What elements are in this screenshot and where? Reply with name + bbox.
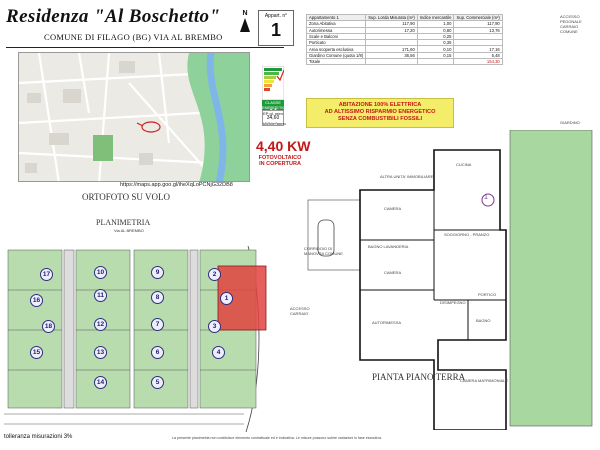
unit-marker: 12 [94,318,107,331]
unit-marker: 18 [42,320,55,333]
unit-marker: 4 [212,346,225,359]
table-cell: 117,90 [453,20,503,28]
unit-marker: 3 [208,320,221,333]
table-header: Appartamento 1 [305,13,367,22]
page-subtitle: COMUNE DI FILAGO (BG) VIA AL BREMBO [44,32,223,42]
unit-marker-circle [481,193,495,207]
banner-line1: ABITAZIONE 100% ELETTRICA [338,102,422,108]
apartment-number: 1 [270,20,281,40]
table-header: Indice mercantile [416,13,455,22]
table-cell: Totale [305,58,367,66]
floorplan-label: CORRIDOIO DI MANOVRA COMUNE [304,246,343,256]
energy-class-value: A4 [269,109,277,115]
floorplan-unit-marker: 1 [484,194,488,201]
site-plan [4,236,280,432]
table-cell: Zona Abitativa [305,20,367,28]
table-row: Totale 154,30 [305,58,503,66]
room-label: BAGNO [476,318,491,323]
ep-value: 34,60 [266,115,280,121]
map-url[interactable]: https://maps.app.goo.gl/iheXqLoPCNjG32DB… [120,182,233,188]
unit-marker: 9 [151,266,164,279]
ep-label: EP gl, nren [263,111,283,116]
room-label: SOGGIORNO - PRANZO [444,232,490,237]
energy-class-label: CLASSE ENERGETICA [262,100,289,110]
map-caption: ORTOFOTO SU VOLO [82,192,170,202]
unit-marker: 16 [30,294,43,307]
room-label: CUCINA [456,162,472,167]
table-cell [416,58,455,66]
unit-marker: 8 [151,291,164,304]
floorplan-label: PORTICO [478,292,497,297]
floorplan-label: ALTRA UNITA' IMMOBILIARE [380,174,434,179]
floorplan-label: GIARDINO [560,120,580,125]
title-divider [6,47,284,48]
table-header-row: Appartamento 1 Sup. Lorda Misurata (m²) … [305,13,503,22]
table-cell: 154,30 [453,58,503,66]
energy-class-icon [262,66,284,101]
unit-marker: 14 [94,376,107,389]
floorplan-title: PIANTA PIANO TERRA [372,372,466,382]
north-arrow-icon [240,18,250,32]
pv-label-line1: FOTOVOLTAICO [258,155,302,161]
energy-banner: ABITAZIONE 100% ELETTRICA AD ALTISSIMO R… [306,98,454,128]
ep-unit: kWh/m²anno [263,121,286,126]
apartment-label: Appart. n° [264,13,288,19]
unit-marker: 10 [94,266,107,279]
unit-marker: 11 [94,289,107,302]
apartment-box: Appart. n° 1 [258,10,294,46]
table-cell: 117,90 [365,20,418,28]
garden-area [509,130,593,427]
unit-marker: 15 [30,346,43,359]
disclaimer-note: La presente planimetria non costituisce … [172,436,382,440]
location-map [18,52,250,182]
table-header: Sup. Lorda Misurata (m²) [365,13,418,22]
car-icon [317,219,335,257]
unit-marker: 1 [220,292,233,305]
tolerance-note: tolleranza misurazioni 3% [4,434,73,440]
table-cell [365,58,418,66]
energy-class-box: CLASSE ENERGETICA A4 [262,100,289,115]
floorplan-label: ACCESSO PEDONALE CARRAIO COMUNE [560,14,582,34]
banner-line2: AD ALTISSIMO RISPARMIO ENERGETICO [324,109,436,115]
compass-label: N [242,10,248,17]
pv-label: FOTOVOLTAICO IN COPERTURA [258,155,302,167]
site-plan-title: PLANIMETRIA [96,218,151,227]
site-plan-street: Via AL BREMBO [114,228,144,233]
pv-label-line2: IN COPERTURA [259,161,301,167]
room-label: CAMERA [384,206,402,211]
room-label: BAGNO LAVANDERIA [368,244,409,249]
room-label: AUTORIMESSA [372,320,402,325]
ep-box: EP gl, nren 34,60 kWh/m²anno [262,110,286,126]
unit-marker: 5 [151,376,164,389]
floor-plan [307,130,593,430]
page-title: Residenza "Al Boschetto" [6,6,221,27]
room-label: CAMERA MATRIMONIALE [460,378,509,383]
unit-marker: 6 [151,346,164,359]
unit-marker: 17 [40,268,53,281]
surface-table: Appartamento 1 Sup. Lorda Misurata (m²) … [305,13,503,66]
unit-marker: 7 [151,318,164,331]
room-label: DISIMPEGNO [440,300,466,305]
unit-marker: 13 [94,346,107,359]
room-label: CAMERA [384,270,402,275]
table-cell: Giardino Comune (quota 1/8) [305,51,367,60]
north-compass-icon: N [238,10,252,34]
banner-line3: SENZA COMBUSTIBILI FOSSILI [337,116,422,122]
unit-marker: 2 [208,268,221,281]
pv-power: 4,40 KW [256,138,311,154]
map-svg [19,53,249,181]
table-header: Sup. Commerciale (m²) [453,13,503,22]
floorplan-label: ACCESSO CARRAIO [290,306,310,316]
